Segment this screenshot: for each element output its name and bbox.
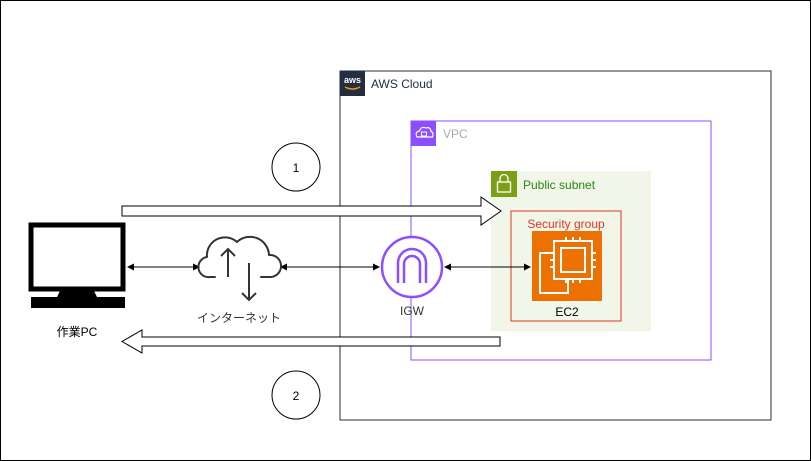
public-subnet-group: Public subnet <box>491 171 651 331</box>
vpc-group: VPC <box>410 120 712 361</box>
pc-label: 作業PC <box>57 325 98 339</box>
ec2-label: EC2 <box>555 305 579 319</box>
internet-node: インターネット <box>197 235 283 325</box>
step-1-label: 1 <box>293 161 300 175</box>
security-group-label: Security group <box>527 217 605 231</box>
pc-node: 作業PC <box>28 222 126 339</box>
internet-label: インターネット <box>197 311 281 325</box>
security-group: Security group <box>510 210 622 322</box>
cloud-updown-icon <box>197 235 283 302</box>
vpc-label: VPC <box>443 127 468 141</box>
aws-logo-icon: aws <box>340 71 365 96</box>
ec2-node: EC2 <box>532 231 602 319</box>
igw-node: IGW <box>380 235 444 318</box>
vpc-icon <box>411 121 436 146</box>
aws-cloud-group: aws AWS Cloud <box>339 70 772 421</box>
step-2-arrow <box>120 329 501 354</box>
connector-pc-internet <box>127 263 200 271</box>
internet-gateway-icon <box>380 235 444 299</box>
connector-igw-ec2 <box>444 263 531 271</box>
aws-cloud-border <box>339 70 772 421</box>
public-subnet-label: Public subnet <box>523 178 596 192</box>
step-1-arrow <box>121 196 502 226</box>
monitor-icon <box>28 222 126 308</box>
step-1-marker: 1 <box>271 142 321 192</box>
step-2-label: 2 <box>293 389 300 403</box>
security-group-border <box>510 210 622 322</box>
connector-internet-igw <box>280 263 380 271</box>
step-2-marker: 2 <box>271 370 321 420</box>
aws-logo-text: aws <box>344 75 361 85</box>
aws-cloud-label: AWS Cloud <box>371 77 433 91</box>
lock-icon <box>491 171 517 197</box>
ec2-instance-icon <box>532 231 602 301</box>
igw-label: IGW <box>400 304 425 318</box>
